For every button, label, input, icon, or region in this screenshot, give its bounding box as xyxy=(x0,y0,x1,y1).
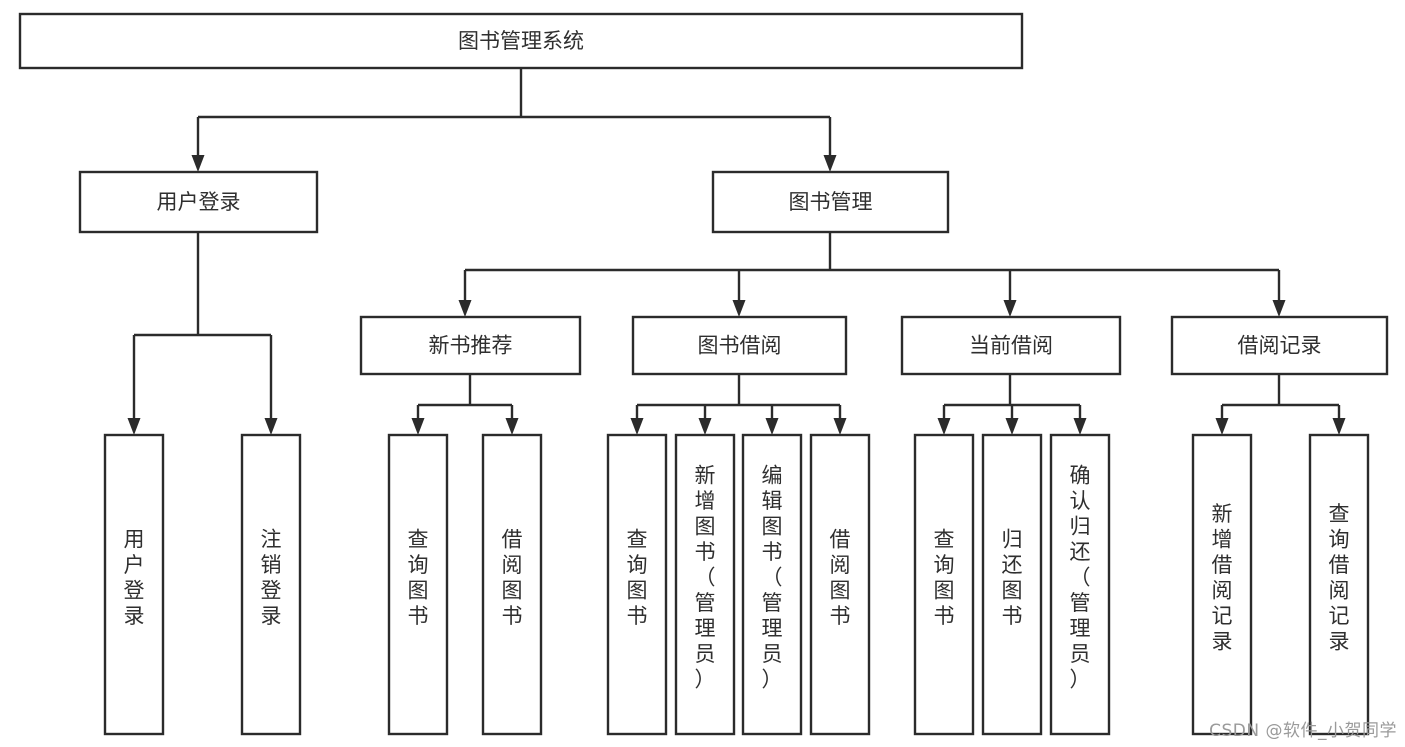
arrow-head-icon xyxy=(264,418,278,435)
level3-node[interactable]: 新书推荐 xyxy=(359,315,582,376)
edge-group xyxy=(191,68,837,172)
leaf-node-label: 新增借阅记录 xyxy=(1212,502,1233,654)
arrow-head-icon xyxy=(191,155,205,172)
leaf-node-label: 查询借阅记录 xyxy=(1329,502,1350,654)
leaf-node-label: 新增图书（管理员） xyxy=(695,464,716,692)
arrow-head-icon xyxy=(505,418,519,435)
leaf-node[interactable]: 查询借阅记录 xyxy=(1308,433,1370,736)
arrow-head-icon xyxy=(732,300,746,317)
level2-node-label: 用户登录 xyxy=(157,190,241,214)
level3-node[interactable]: 图书借阅 xyxy=(631,315,848,376)
leaf-node[interactable]: 注销登录 xyxy=(240,433,302,736)
leaf-node-box[interactable] xyxy=(913,433,975,736)
leaf-node-box[interactable] xyxy=(674,433,736,736)
leaf-node-label: 查询图书 xyxy=(627,527,648,628)
edge-group xyxy=(937,374,1087,435)
arrow-head-icon xyxy=(1272,300,1286,317)
leaf-node-box[interactable] xyxy=(606,433,668,736)
root-node-label: 图书管理系统 xyxy=(458,29,584,53)
arrow-head-icon xyxy=(411,418,425,435)
edge-group xyxy=(630,374,847,435)
edge-group xyxy=(411,374,519,435)
level2-node-box[interactable] xyxy=(78,170,319,234)
arrow-head-icon xyxy=(630,418,644,435)
level3-node-label: 借阅记录 xyxy=(1238,334,1322,358)
node-layer: 图书管理系统用户登录图书管理新书推荐图书借阅当前借阅借阅记录用户登录注销登录查询… xyxy=(18,12,1389,736)
root-node[interactable]: 图书管理系统 xyxy=(18,12,1024,70)
edge-group xyxy=(458,232,1286,317)
leaf-node-box[interactable] xyxy=(741,433,803,736)
leaf-node-label: 查询图书 xyxy=(934,527,955,628)
leaf-node-box[interactable] xyxy=(1191,433,1253,736)
leaf-node-label: 编辑图书（管理员） xyxy=(762,464,783,692)
arrow-head-icon xyxy=(1215,418,1229,435)
edge-group xyxy=(1215,374,1346,435)
leaf-node-label: 归还图书 xyxy=(1002,527,1023,628)
level2-node[interactable]: 图书管理 xyxy=(711,170,950,234)
level3-node-box[interactable] xyxy=(1170,315,1389,376)
level2-node-label: 图书管理 xyxy=(789,190,873,214)
arrow-head-icon xyxy=(1073,418,1087,435)
level3-node-label: 图书借阅 xyxy=(698,334,782,358)
leaf-node[interactable]: 查询图书 xyxy=(913,433,975,736)
root-node-box[interactable] xyxy=(18,12,1024,70)
leaf-node-label: 查询图书 xyxy=(408,527,429,628)
leaf-node[interactable]: 借阅图书 xyxy=(481,433,543,736)
leaf-node-label: 借阅图书 xyxy=(830,527,851,628)
leaf-node-box[interactable] xyxy=(481,433,543,736)
leaf-node[interactable]: 新增图书（管理员） xyxy=(674,433,736,736)
level3-node-label: 新书推荐 xyxy=(429,334,513,358)
leaf-node-box[interactable] xyxy=(1049,433,1111,736)
arrow-head-icon xyxy=(698,418,712,435)
level3-node-label: 当前借阅 xyxy=(969,334,1053,358)
leaf-node[interactable]: 确认归还（管理员） xyxy=(1049,433,1111,736)
arrow-head-icon xyxy=(458,300,472,317)
leaf-node[interactable]: 借阅图书 xyxy=(809,433,871,736)
csdn-watermark: CSDN @软件_小贺同学 xyxy=(1209,721,1397,741)
level3-node-box[interactable] xyxy=(631,315,848,376)
leaf-node[interactable]: 归还图书 xyxy=(981,433,1043,736)
edge-group xyxy=(127,232,278,435)
arrow-head-icon xyxy=(833,418,847,435)
arrow-head-icon xyxy=(1003,300,1017,317)
leaf-node-label: 借阅图书 xyxy=(502,527,523,628)
level3-node[interactable]: 当前借阅 xyxy=(900,315,1122,376)
level2-node[interactable]: 用户登录 xyxy=(78,170,319,234)
leaf-node[interactable]: 编辑图书（管理员） xyxy=(741,433,803,736)
leaf-node[interactable]: 新增借阅记录 xyxy=(1191,433,1253,736)
leaf-node[interactable]: 查询图书 xyxy=(606,433,668,736)
leaf-node-box[interactable] xyxy=(240,433,302,736)
arrow-head-icon xyxy=(937,418,951,435)
level3-node-box[interactable] xyxy=(900,315,1122,376)
arrow-head-icon xyxy=(127,418,141,435)
level2-node-box[interactable] xyxy=(711,170,950,234)
leaf-node[interactable]: 查询图书 xyxy=(387,433,449,736)
arrow-head-icon xyxy=(765,418,779,435)
leaf-node-label: 用户登录 xyxy=(124,527,145,628)
level3-node[interactable]: 借阅记录 xyxy=(1170,315,1389,376)
arrow-head-icon xyxy=(1005,418,1019,435)
leaf-node-box[interactable] xyxy=(1308,433,1370,736)
leaf-node-box[interactable] xyxy=(981,433,1043,736)
leaf-node-box[interactable] xyxy=(809,433,871,736)
leaf-node-box[interactable] xyxy=(387,433,449,736)
connector-layer xyxy=(127,68,1346,435)
arrow-head-icon xyxy=(823,155,837,172)
leaf-node-box[interactable] xyxy=(103,433,165,736)
level3-node-box[interactable] xyxy=(359,315,582,376)
leaf-node-label: 确认归还（管理员） xyxy=(1070,464,1091,692)
leaf-node-label: 注销登录 xyxy=(261,527,282,628)
arrow-head-icon xyxy=(1332,418,1346,435)
leaf-node[interactable]: 用户登录 xyxy=(103,433,165,736)
